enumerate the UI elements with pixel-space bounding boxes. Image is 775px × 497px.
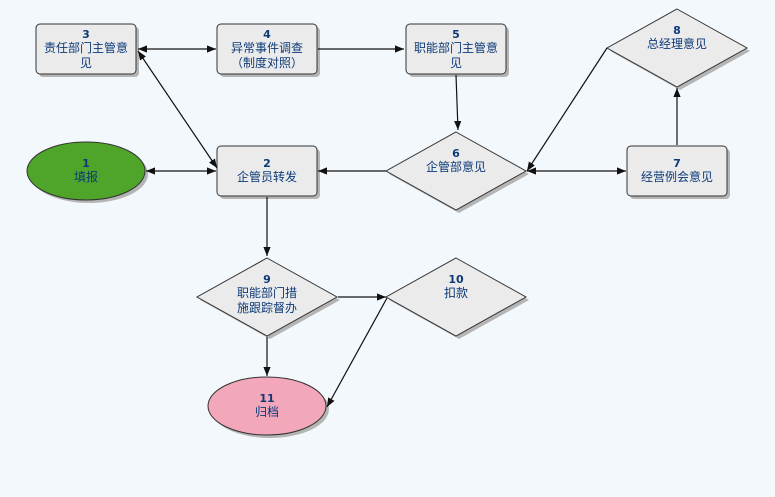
node-number: 4: [263, 27, 271, 41]
node-number: 9: [263, 272, 271, 286]
node-number: 11: [259, 392, 275, 405]
node-number: 5: [452, 27, 460, 41]
node-number: 3: [82, 27, 90, 41]
edge-10-to-11[interactable]: [326, 297, 388, 408]
node-5-shape[interactable]: [405, 23, 507, 75]
node-6-shape[interactable]: [384, 131, 528, 211]
node-number: 2: [263, 157, 271, 170]
node-7-shape[interactable]: [626, 145, 728, 197]
node-10-shape[interactable]: [384, 257, 528, 337]
node-number: 8: [673, 23, 681, 37]
node-4-shape[interactable]: [216, 23, 318, 75]
edge-3-to-2[interactable]: [137, 50, 218, 169]
node-text: 总经理意见: [646, 36, 707, 51]
node-number: 7: [673, 157, 681, 170]
node-text: 职能部门主管意 见: [413, 40, 498, 70]
node-number: 10: [448, 272, 464, 286]
node-text: 扣款: [443, 285, 468, 300]
edge-8-to-6[interactable]: [526, 47, 608, 172]
node-9-shape[interactable]: [195, 257, 339, 337]
node-text: 填报: [73, 170, 98, 184]
node-text: 异常事件调查 （制度对照）: [230, 40, 303, 70]
node-number: 6: [452, 146, 460, 160]
node-11-shape[interactable]: [207, 376, 327, 436]
node-text: 企管部意见: [425, 159, 486, 174]
node-text: 职能部门措 施跟踪督办: [236, 285, 297, 315]
node-8-shape[interactable]: [605, 8, 749, 88]
node-1-shape[interactable]: [26, 141, 146, 201]
node-text: 责任部门主管意 见: [43, 40, 128, 70]
node-text: 经营例会意见: [640, 170, 713, 184]
node-text: 企管员转发: [236, 170, 297, 184]
node-3-shape[interactable]: [35, 23, 137, 75]
node-text: 归档: [254, 405, 279, 419]
edge-5-to-6[interactable]: [454, 74, 462, 131]
node-2-shape[interactable]: [216, 145, 318, 197]
node-number: 1: [82, 157, 90, 170]
